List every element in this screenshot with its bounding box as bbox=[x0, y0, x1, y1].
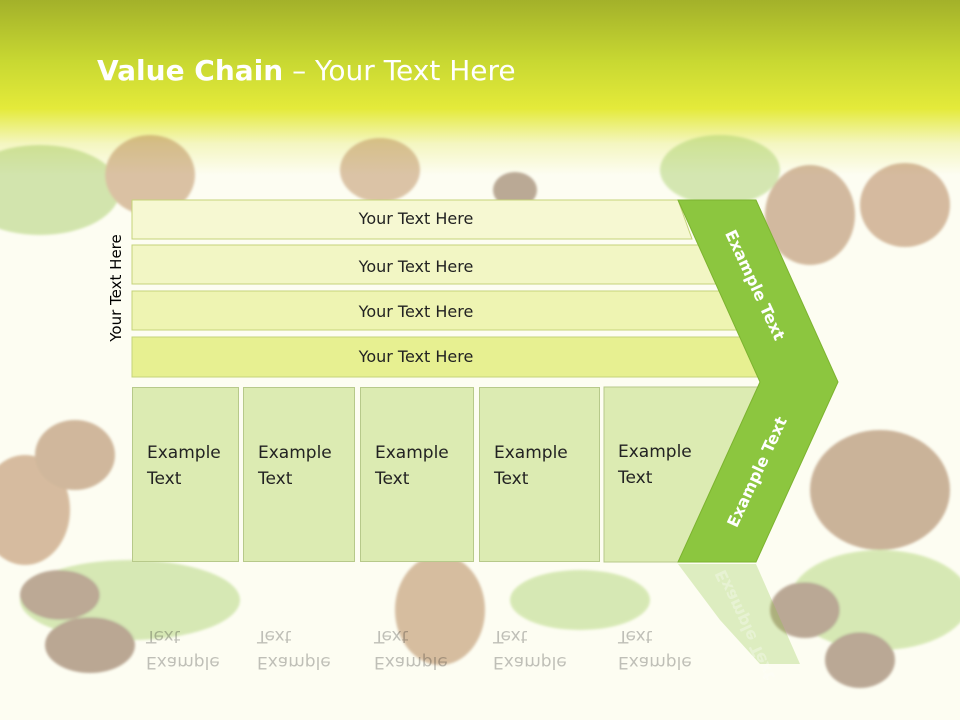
leaf-decoration bbox=[0, 145, 120, 235]
band-label-1: Your Text Here bbox=[358, 209, 474, 228]
band-shape-1 bbox=[131, 199, 693, 240]
coffee-bean-decoration bbox=[493, 172, 537, 208]
coffee-bean-decoration bbox=[770, 582, 840, 638]
hazelnut-decoration bbox=[765, 165, 855, 265]
hazelnut-decoration bbox=[35, 420, 115, 490]
hazelnut-decoration bbox=[860, 163, 950, 247]
title-bold: Value Chain bbox=[97, 54, 284, 87]
hazelnut-decoration bbox=[105, 135, 195, 215]
coffee-bean-decoration bbox=[825, 632, 895, 688]
title-rest: – Your Text Here bbox=[283, 54, 516, 87]
chevron-arrow-reflection bbox=[678, 564, 800, 664]
band-label-2: Your Text Here bbox=[358, 257, 474, 276]
slide-title: Value Chain – Your Text Here bbox=[97, 54, 516, 94]
chevron-arrow bbox=[677, 199, 839, 563]
leaf-decoration bbox=[510, 570, 650, 630]
band-label-3: Your Text Here bbox=[358, 302, 474, 321]
coffee-bean-decoration bbox=[45, 617, 135, 673]
hazelnut-decoration bbox=[395, 555, 485, 665]
coffee-bean-decoration bbox=[20, 570, 100, 620]
leaf-decoration bbox=[660, 135, 780, 205]
band-label-4: Your Text Here bbox=[358, 347, 474, 366]
hazelnut-decoration bbox=[340, 138, 420, 202]
hazelnut-decoration bbox=[810, 430, 950, 550]
